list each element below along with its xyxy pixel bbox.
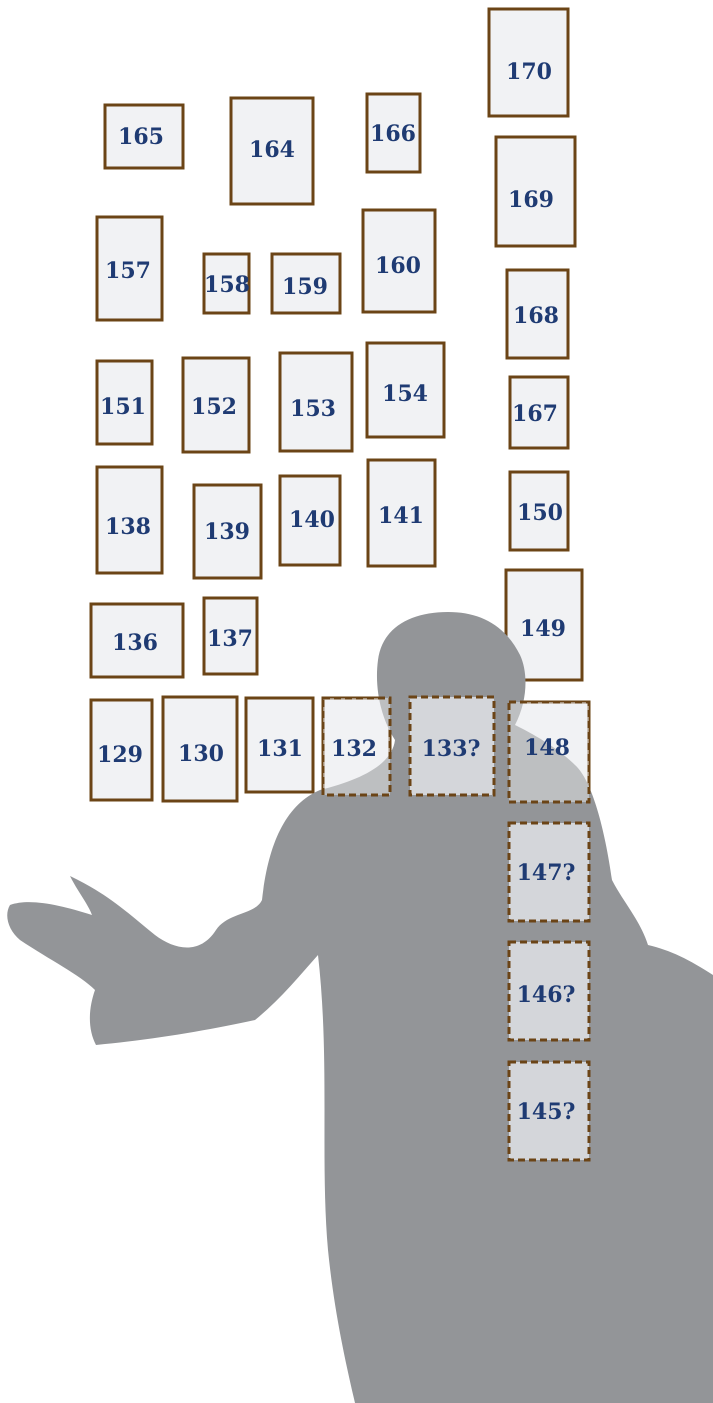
frame-label: 153 [290,396,336,422]
frame-129: 129 [91,700,152,800]
frame-label: 138 [105,514,151,540]
frame-label: 154 [382,381,428,407]
frame-168: 168 [507,270,568,358]
frame-146: 146? [509,942,589,1040]
frame-133: 133? [410,697,494,795]
frame-159: 159 [272,254,340,313]
frame-label: 152 [191,394,237,420]
frame-label: 170 [506,59,552,85]
frame-label: 130 [178,741,224,767]
frame-131: 131 [246,698,313,792]
frame-164: 164 [231,98,313,204]
frame-label: 150 [517,500,563,526]
frame-label: 167 [512,401,558,427]
frame-label: 160 [375,253,421,279]
frame-148: 148 [509,702,589,802]
frame-166: 166 [367,94,420,172]
frame-label: 137 [207,626,253,652]
frame-label: 166 [370,121,416,147]
frame-147: 147? [509,823,589,921]
frame-132: 132 [323,698,390,795]
frame-label: 145? [517,1099,576,1125]
frame-label: 168 [513,303,559,329]
frame-169: 169 [496,137,575,246]
frame-label: 136 [112,630,158,656]
frame-141: 141 [368,460,435,566]
frame-136: 136 [91,604,183,677]
frame-label: 148 [524,735,570,761]
frame-label: 157 [105,258,151,284]
frame-label: 158 [204,272,250,298]
frame-label: 164 [249,137,295,163]
frame-151: 151 [97,361,152,444]
frame-label: 151 [100,394,146,420]
frame-160: 160 [363,210,435,312]
frame-label: 133? [422,736,481,762]
frame-154: 154 [367,343,444,437]
frame-label: 169 [508,187,554,213]
frame-167: 167 [510,377,568,448]
frame-label: 165 [118,124,164,150]
frame-150: 150 [510,472,568,550]
frame-158: 158 [204,254,250,313]
frame-label: 139 [204,519,250,545]
frame-137: 137 [204,598,257,674]
frame-label: 140 [289,507,335,533]
frame-label: 146? [517,982,576,1008]
frame-165: 165 [105,105,183,168]
frame-138: 138 [97,467,162,573]
frame-145: 145? [509,1062,589,1160]
frame-label: 149 [520,616,566,642]
frame-label: 131 [257,736,303,762]
frame-157: 157 [97,217,162,320]
frame-label: 132 [331,736,377,762]
frame-140: 140 [280,476,340,565]
frame-label: 147? [517,860,576,886]
frame-label: 141 [378,503,424,529]
frame-130: 130 [163,697,237,801]
frame-153: 153 [280,353,352,451]
frame-label: 159 [282,274,328,300]
frame-152: 152 [183,358,249,452]
frame-139: 139 [194,485,261,578]
frame-170: 170 [489,9,568,116]
frame-label: 129 [97,742,143,768]
